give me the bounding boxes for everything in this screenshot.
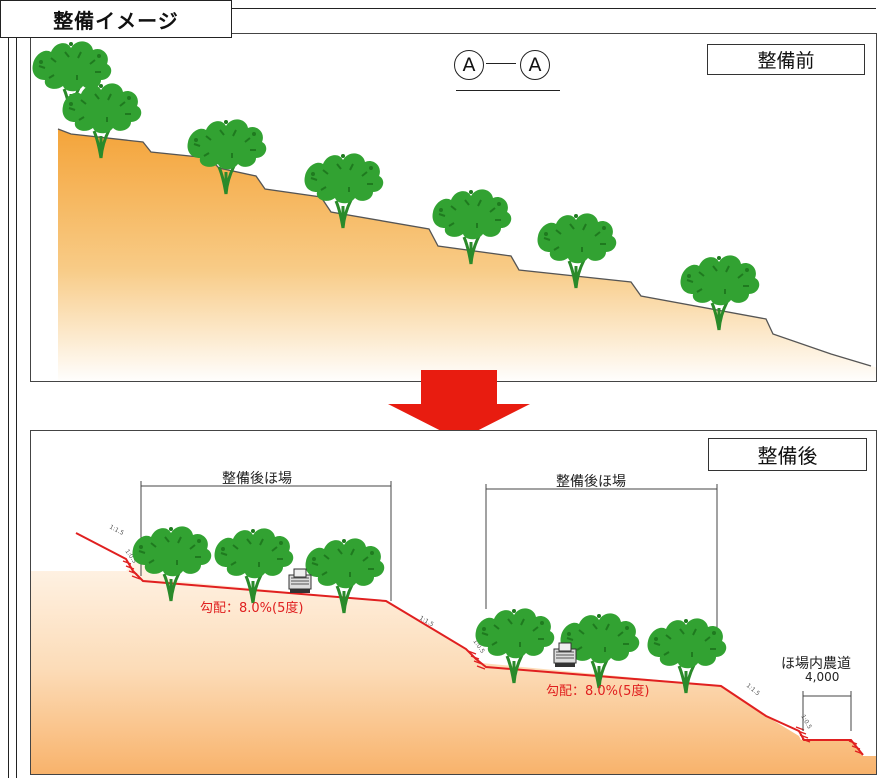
svg-text:1:1.5: 1:1.5 bbox=[108, 524, 125, 537]
tractor-icon bbox=[553, 642, 577, 667]
svg-text:1:0.5: 1:0.5 bbox=[799, 714, 813, 731]
page-title: 整備イメージ bbox=[0, 0, 232, 38]
after-terrain-svg: 1:1.5 1:0.5 1:1.5 1:0.5 1:1.5 1:0.5 bbox=[31, 481, 876, 774]
tractor-icon bbox=[288, 568, 312, 593]
section-mark: A A bbox=[450, 48, 562, 92]
field-dimension-right bbox=[485, 484, 718, 631]
frame-inner-line bbox=[16, 8, 17, 778]
section-underline bbox=[456, 90, 560, 91]
road-label: ほ場内農道 bbox=[781, 656, 851, 672]
section-left-circle: A bbox=[454, 50, 484, 80]
section-dash bbox=[486, 63, 516, 64]
before-ground bbox=[58, 129, 876, 381]
before-label: 整備前 bbox=[707, 44, 865, 75]
section-right-circle: A bbox=[520, 50, 550, 80]
down-arrow-icon bbox=[388, 370, 530, 440]
slope-hatching bbox=[122, 560, 864, 755]
road-width: 4,000 bbox=[805, 670, 840, 684]
gradient-left-label: 勾配：8.0%(5度) bbox=[200, 601, 304, 616]
before-panel bbox=[30, 33, 877, 382]
road-dimension bbox=[802, 691, 852, 731]
before-ground-outline bbox=[57, 128, 872, 367]
outer-frame bbox=[8, 8, 876, 778]
before-terrain-svg bbox=[32, 41, 876, 381]
gradient-right-label: 勾配：8.0%(5度) bbox=[546, 684, 650, 699]
after-ground bbox=[31, 561, 876, 774]
after-label: 整備後 bbox=[708, 438, 867, 471]
svg-text:1:1.5: 1:1.5 bbox=[745, 682, 761, 697]
field-right-label: 整備後ほ場 bbox=[556, 474, 626, 490]
after-panel: 1:1.5 1:0.5 1:1.5 1:0.5 1:1.5 1:0.5 bbox=[30, 430, 877, 775]
field-left-label: 整備後ほ場 bbox=[222, 471, 292, 487]
